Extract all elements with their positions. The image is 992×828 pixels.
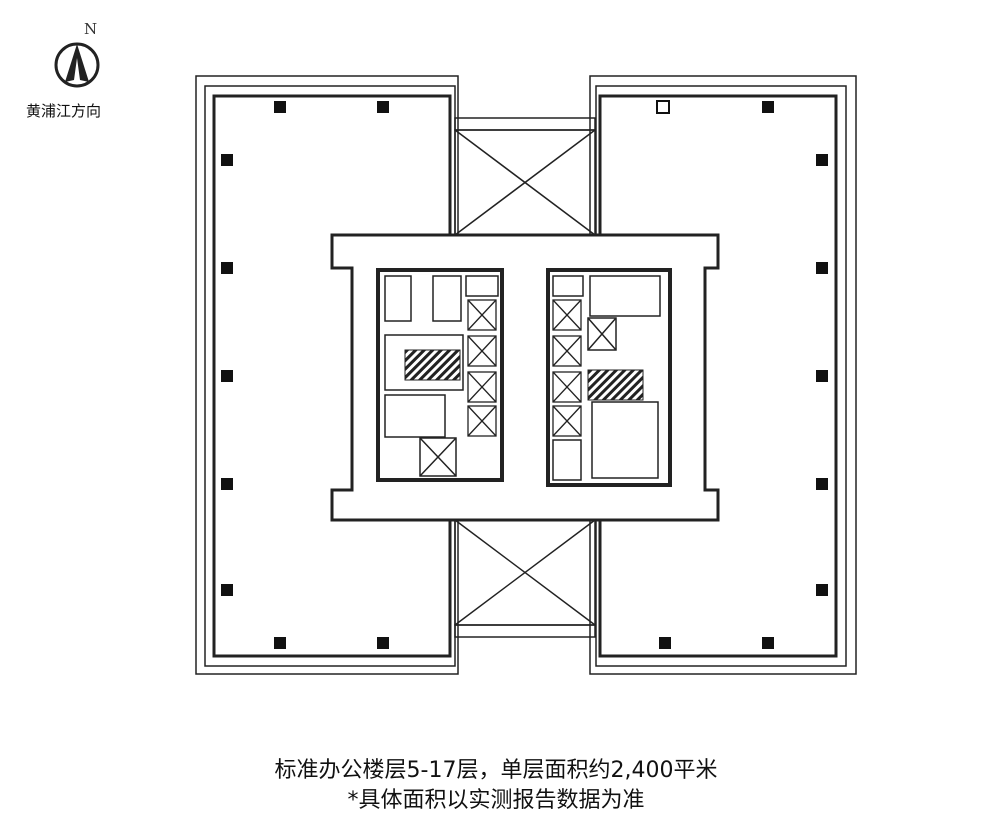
- left-core: [376, 268, 504, 482]
- north-label: N: [84, 20, 98, 38]
- elevator: [467, 371, 497, 403]
- river-direction-label: 黄浦江方向: [26, 102, 102, 120]
- bottom-atrium: [454, 519, 596, 638]
- elevator: [467, 299, 497, 331]
- column: [274, 637, 286, 649]
- structural-columns: [221, 100, 828, 649]
- north-compass: N 黄浦江方向: [20, 14, 140, 124]
- column: [816, 154, 828, 166]
- column: [762, 101, 774, 113]
- elevator: [552, 371, 582, 403]
- elevator: [552, 405, 582, 437]
- column: [816, 370, 828, 382]
- elevator: [552, 335, 582, 367]
- column: [762, 637, 774, 649]
- column: [656, 100, 670, 114]
- right-core: [546, 268, 672, 487]
- right-shaft: [587, 369, 644, 401]
- column: [816, 478, 828, 490]
- left-shaft: [404, 349, 461, 381]
- column: [221, 478, 233, 490]
- column: [221, 584, 233, 596]
- floor-plan: [195, 75, 857, 675]
- area-disclaimer: *具体面积以实测报告数据为准: [347, 788, 645, 813]
- top-atrium: [454, 117, 596, 236]
- floor-caption: 标准办公楼层5-17层，单层面积约2,400平米: [274, 758, 718, 783]
- column: [221, 154, 233, 166]
- compass-icon: [54, 42, 100, 88]
- column: [377, 637, 389, 649]
- column: [274, 101, 286, 113]
- elevator: [467, 335, 497, 367]
- column: [816, 584, 828, 596]
- column: [221, 370, 233, 382]
- column: [659, 637, 671, 649]
- elevator: [467, 405, 497, 437]
- column: [816, 262, 828, 274]
- elevator: [552, 299, 582, 331]
- column: [377, 101, 389, 113]
- elevator-shafts: [467, 299, 582, 437]
- column: [221, 262, 233, 274]
- core-corridor: [330, 233, 720, 522]
